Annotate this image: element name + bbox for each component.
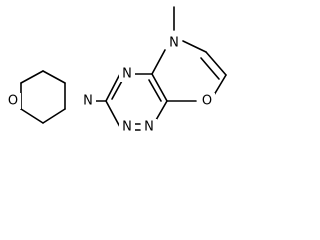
bond xyxy=(105,73,121,102)
atom-label-o-morpholine: O xyxy=(8,94,18,109)
atom-label-n-upper: N xyxy=(122,67,132,82)
bond xyxy=(148,79,162,102)
atom-label-n-methyl: N xyxy=(169,36,179,51)
bond xyxy=(151,49,166,75)
bond xyxy=(42,70,66,84)
bond xyxy=(151,73,168,102)
atom-label-n-lower-right: N xyxy=(144,120,154,135)
molecule-drawing: N N N O O N N xyxy=(5,6,227,135)
atom-label-n-lower-left: N xyxy=(122,120,132,135)
bond xyxy=(213,74,227,96)
bond xyxy=(205,51,227,76)
morpholine-ring xyxy=(20,70,66,124)
oxazine-ring xyxy=(151,40,227,102)
atom-label-o-ring: O xyxy=(202,94,212,109)
triazine-ring xyxy=(105,73,168,131)
bond xyxy=(20,70,44,84)
bond xyxy=(111,78,124,100)
bond xyxy=(20,108,44,124)
bond xyxy=(105,100,121,128)
atom-label-n-morpholine: N xyxy=(83,94,93,109)
chemical-structure-diagram: N N N O O N N xyxy=(5,6,227,135)
bond xyxy=(200,57,220,80)
atom-labels: N N N O O N N xyxy=(5,35,215,135)
bond xyxy=(182,40,207,53)
bond xyxy=(42,108,66,124)
